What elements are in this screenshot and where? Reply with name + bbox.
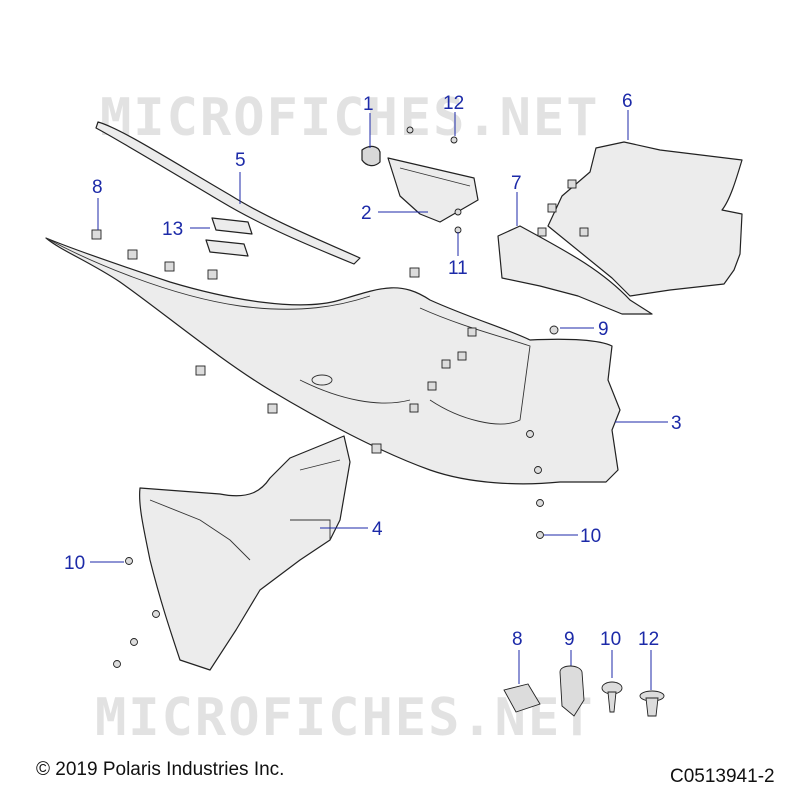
callout-5: 5 xyxy=(235,150,246,171)
legend-10: 10 xyxy=(600,629,621,650)
clips xyxy=(91,179,589,454)
callout-10a: 10 xyxy=(64,553,85,574)
callout-13: 13 xyxy=(162,219,183,240)
watermark-top: MICROFICHES.NET xyxy=(100,88,600,148)
part-5-trim-strip xyxy=(95,121,361,265)
callout-12: 12 xyxy=(443,93,464,114)
callout-9: 9 xyxy=(598,319,609,340)
legend-clip-8 xyxy=(503,683,541,713)
callout-2: 2 xyxy=(361,203,372,224)
callout-4: 4 xyxy=(372,519,383,540)
legend-8: 8 xyxy=(512,629,523,650)
legend-clip-9 xyxy=(559,665,585,717)
callout-6: 6 xyxy=(622,91,633,112)
legend-12: 12 xyxy=(638,629,659,650)
callout-11: 11 xyxy=(448,258,468,279)
callout-3: 3 xyxy=(671,413,682,434)
hardware-legend: 8 9 10 12 xyxy=(503,629,665,717)
part-3-side-panel xyxy=(45,237,621,485)
callout-8: 8 xyxy=(92,177,103,198)
copyright-text: © 2019 Polaris Industries Inc. xyxy=(36,759,284,780)
part-2-bracket xyxy=(387,157,479,223)
part-7-shield xyxy=(497,225,653,315)
part-1-bumper xyxy=(361,145,381,167)
callout-10b: 10 xyxy=(580,526,601,547)
part-13-pads xyxy=(205,217,253,257)
callout-7: 7 xyxy=(511,173,522,194)
part-6-shield xyxy=(547,141,743,297)
callout-1: 1 xyxy=(363,94,374,115)
screws xyxy=(113,126,559,668)
legend-9: 9 xyxy=(564,629,575,650)
part-4-fender xyxy=(139,435,351,671)
diagram-code: C0513941-2 xyxy=(670,766,775,787)
